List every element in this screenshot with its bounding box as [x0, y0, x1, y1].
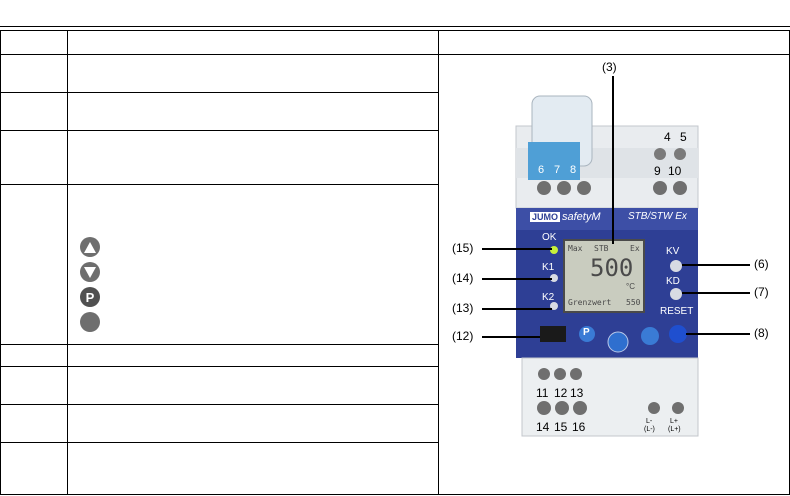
terminal-power-1: L- [646, 418, 653, 425]
terminal-5: 5 [680, 130, 687, 144]
terminal-power-2: L+ [670, 418, 678, 425]
led-label-reset: RESET [660, 306, 694, 317]
callout-14: (14) [452, 271, 474, 285]
terminal-11: 11 [536, 386, 549, 400]
lcd-value: 500 [590, 254, 634, 282]
callout-12: (12) [452, 329, 474, 343]
led-label-kv: KV [666, 246, 680, 257]
blank-key-icon [80, 312, 100, 332]
row-number-cell [0, 54, 68, 93]
header-line [0, 0, 790, 27]
header-cell-2 [66, 30, 440, 55]
callout-line-8 [686, 333, 750, 335]
lcd-top-left: Max [568, 244, 583, 253]
device-p-button-label: P [583, 327, 590, 338]
terminal-15: 15 [554, 420, 568, 434]
up-arrow-icon [80, 237, 100, 257]
model-name: STB/STW Ex [628, 211, 687, 222]
callout-3: (3) [602, 60, 617, 74]
led-label-ok: OK [542, 232, 557, 243]
device-illustration [515, 95, 699, 437]
p-key-icon: P [80, 287, 100, 307]
callout-line-6 [682, 264, 750, 266]
callout-6: (6) [754, 257, 769, 271]
terminal-7: 7 [554, 164, 561, 176]
terminal-power-sub-2: (L+) [668, 426, 681, 433]
terminal-16: 16 [572, 420, 586, 434]
table-row [0, 404, 790, 443]
device-figure: 4 5 6 7 8 9 10 JUMO safetyM STB/STW Ex O… [440, 56, 786, 440]
terminal-12: 12 [554, 386, 568, 400]
lcd-top-mid: STB [594, 244, 609, 253]
led-label-k2: K2 [542, 292, 555, 303]
table-row [0, 92, 790, 131]
callout-line-14 [482, 278, 552, 280]
table-row [0, 130, 790, 185]
terminal-9: 9 [654, 164, 661, 178]
table-row [0, 442, 790, 495]
callout-15: (15) [452, 241, 474, 255]
product-name: safetyM [562, 211, 601, 223]
row-description-cell [66, 54, 440, 93]
table-header-row [0, 30, 790, 55]
terminal-13: 13 [570, 386, 584, 400]
down-arrow-icon [80, 262, 100, 282]
lcd-unit: °C [626, 282, 635, 291]
table-row [0, 366, 790, 405]
table-row-keys [0, 184, 790, 345]
callout-line-3 [612, 76, 614, 244]
lcd-bottom-right: 550 [626, 298, 641, 307]
terminal-14: 14 [536, 420, 550, 434]
led-label-k1: K1 [542, 262, 555, 273]
callout-line-15 [482, 248, 552, 250]
terminal-6: 6 [538, 164, 545, 176]
callout-7: (7) [754, 285, 769, 299]
terminal-power-sub-1: (L-) [644, 426, 655, 433]
callout-13: (13) [452, 301, 474, 315]
led-label-kd: KD [666, 276, 680, 287]
header-cell-1 [0, 30, 68, 55]
lcd-bottom-left: Grenzwert [568, 298, 612, 307]
terminal-10: 10 [668, 164, 682, 178]
table-row [0, 344, 790, 367]
terminal-8: 8 [570, 164, 577, 176]
terminal-4: 4 [664, 130, 671, 144]
lcd-top-right: Ex [630, 244, 640, 253]
callout-8: (8) [754, 326, 769, 340]
header-cell-3 [438, 30, 790, 55]
key-icon-list: P [80, 237, 100, 337]
brand-logo: JUMO [530, 212, 561, 222]
callout-line-13 [482, 308, 552, 310]
callout-line-12 [482, 336, 540, 338]
callout-line-7 [682, 292, 750, 294]
